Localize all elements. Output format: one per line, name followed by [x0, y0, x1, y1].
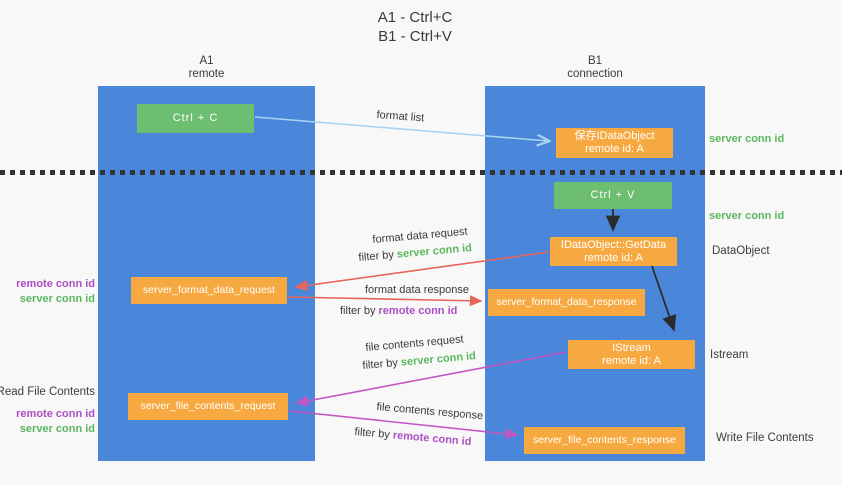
column-b1-name: B1 — [587, 55, 603, 67]
server-file-contents-response-box: server_file_contents_response — [524, 427, 685, 454]
server-format-data-response-box: server_format_data_response — [488, 289, 645, 316]
column-a1-role: remote — [188, 68, 225, 80]
istream-line2: remote id: A — [602, 354, 661, 367]
title-line-2: B1 - Ctrl+V — [378, 28, 452, 45]
diagram-title: A1 - Ctrl+C B1 - Ctrl+V — [300, 8, 530, 46]
file-request-label: server_file_contents_request — [140, 400, 276, 412]
file-request-filter-label: filter by server conn id — [362, 350, 476, 372]
filter-by-text: filter by — [362, 356, 402, 372]
server-conn-id-label: server conn id — [19, 293, 95, 305]
format-data-response-label: format data response — [365, 284, 469, 296]
format-list-label: format list — [376, 109, 425, 125]
column-a1-name: A1 — [199, 55, 214, 67]
getdata-line1: IDataObject::GetData — [560, 238, 667, 251]
file-contents-response-label: file contents response — [375, 401, 484, 423]
remote-conn-id-text: remote conn id — [392, 429, 472, 449]
filter-by-text: filter by — [353, 426, 394, 442]
right-server-conn-id-mid: server conn id — [709, 210, 785, 222]
left-conn-ids-file: remote conn id server conn id — [16, 407, 95, 437]
save-idataobject-line1: 保存IDataObject — [574, 130, 655, 142]
idataobject-getdata-box: IDataObject::GetData remote id: A — [550, 237, 677, 266]
remote-conn-id-text: remote conn id — [378, 305, 458, 317]
server-conn-id-label: server conn id — [19, 423, 95, 435]
title-line-1: A1 - Ctrl+C — [377, 9, 453, 26]
server-conn-id-text: server conn id — [400, 350, 477, 369]
format-data-response-arrow — [287, 295, 483, 307]
server-conn-id-text: server conn id — [396, 242, 473, 261]
write-file-contents-label: Write File Contents — [716, 432, 814, 444]
file-contents-request-label: file contents request — [365, 333, 465, 354]
column-header-a1: A1 remote — [98, 55, 315, 81]
ctrl-c-event-box: Ctrl + C — [137, 104, 254, 133]
server-format-data-request-box: server_format_data_request — [131, 277, 287, 304]
column-header-b1: B1 connection — [485, 55, 705, 81]
file-response-filter-label: filter by remote conn id — [354, 426, 472, 448]
ctrl-c-label: Ctrl + C — [172, 112, 219, 124]
dataobject-label: DataObject — [712, 245, 770, 257]
istream-line1: IStream — [612, 341, 651, 354]
machine-boundary-dotted-line — [0, 170, 842, 175]
save-idataobject-box: 保存IDataObject remote id: A — [556, 128, 673, 158]
save-idataobject-line2: remote id: A — [585, 143, 644, 155]
format-response-label: server_format_data_response — [496, 296, 637, 308]
getdata-line2: remote id: A — [584, 251, 643, 264]
filter-by-text: filter by — [358, 248, 398, 264]
istream-label: Istream — [710, 349, 749, 361]
ctrl-v-label: Ctrl + V — [590, 189, 636, 201]
remote-conn-id-label: remote conn id — [16, 408, 95, 420]
right-server-conn-id-top: server conn id — [709, 133, 785, 145]
server-file-contents-request-box: server_file_contents_request — [128, 393, 288, 420]
left-conn-ids-format: remote conn id server conn id — [16, 277, 95, 307]
column-b1-role: connection — [567, 68, 623, 80]
file-response-label: server_file_contents_response — [532, 434, 676, 446]
format-request-label: server_format_data_request — [143, 284, 275, 296]
read-file-contents-label: Read File Contents — [0, 386, 95, 398]
filter-by-text: filter by — [340, 305, 379, 317]
remote-conn-id-label: remote conn id — [16, 278, 95, 290]
istream-box: IStream remote id: A — [568, 340, 695, 369]
ctrl-v-event-box: Ctrl + V — [554, 182, 672, 209]
format-response-filter-label: filter by remote conn id — [340, 305, 457, 317]
